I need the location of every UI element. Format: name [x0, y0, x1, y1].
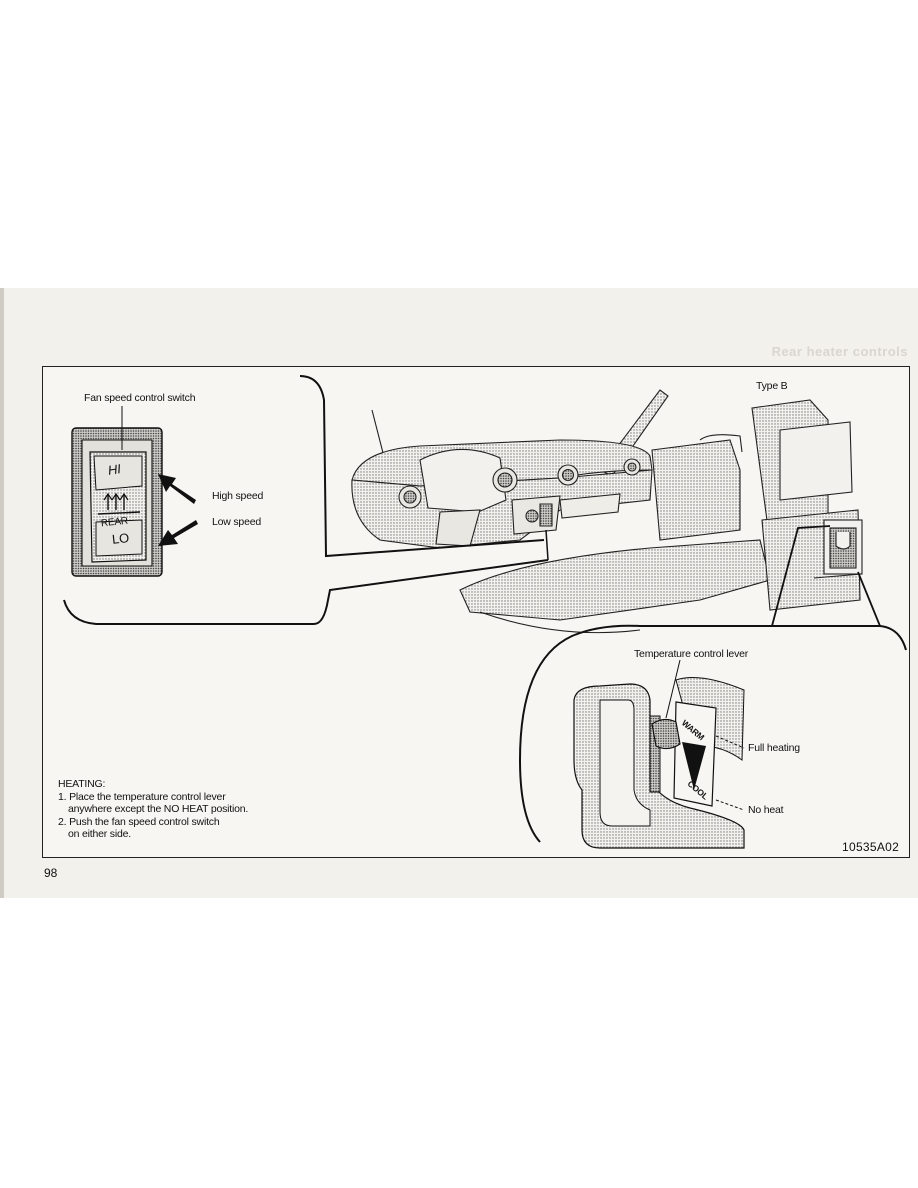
fan-switch-label: Fan speed control switch [84, 392, 196, 404]
type-label: Type B [756, 380, 788, 392]
no-heat-label: No heat [748, 804, 784, 816]
page-number: 98 [44, 866, 58, 880]
figure-code: 10535A02 [842, 840, 900, 854]
bleed-through-title: Rear heater controls [771, 344, 908, 359]
temperature-lever-label: Temperature control lever [634, 648, 749, 660]
step-1-line-2: anywhere except the NO HEAT position. [68, 803, 249, 815]
high-speed-label: High speed [212, 490, 264, 502]
dashboard-drawing [351, 389, 863, 634]
heating-title: HEATING: [58, 778, 106, 790]
page-edge [0, 288, 4, 898]
step-2-line-1: 2. Push the fan speed control switch [58, 815, 220, 828]
temperature-lever-callout [518, 525, 907, 849]
heating-instructions: HEATING: 1. Place the temperature contro… [58, 778, 248, 841]
switch-lo-text: LO [111, 530, 130, 547]
fan-switch-callout [63, 375, 549, 625]
step-2-line-2: on either side. [68, 828, 131, 840]
full-heating-label: Full heating [748, 742, 800, 754]
step-1-line-1: 1. Place the temperature control lever [58, 790, 226, 803]
low-speed-label: Low speed [212, 516, 261, 528]
switch-hi-text: HI [106, 461, 122, 478]
